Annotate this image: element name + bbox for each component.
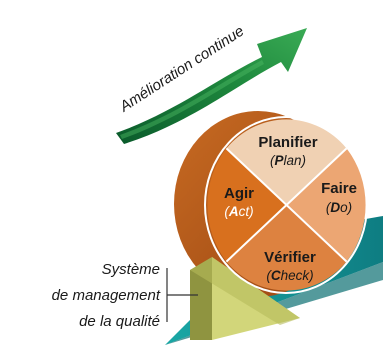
- plan-subtitle: (Plan): [270, 153, 306, 168]
- do-title: Faire: [321, 180, 357, 197]
- wedge-label-line1: Système: [102, 261, 160, 278]
- quadrant-plan: [226, 119, 347, 205]
- do-subtitle: (Do): [326, 200, 352, 215]
- improvement-arrow: [116, 28, 307, 144]
- arrow-label: Amélioration continue: [116, 23, 247, 116]
- quadrant-do: [286, 148, 366, 262]
- plan-title: Planifier: [258, 134, 317, 151]
- improvement-arrow-highlight: [120, 60, 264, 139]
- act-subtitle: (Act): [224, 204, 253, 219]
- wedge-label-line2: de management: [52, 287, 161, 304]
- quadrant-act: [207, 148, 286, 262]
- wedge-label-line3: de la qualité: [79, 313, 160, 330]
- wheel-face: [204, 116, 368, 294]
- check-title: Vérifier: [264, 249, 316, 266]
- label-bracket: [166, 268, 198, 322]
- act-title: Agir: [224, 185, 254, 202]
- quadrant-check: [226, 205, 347, 291]
- wedge-top: [190, 257, 300, 325]
- check-subtitle: (Check): [266, 268, 313, 283]
